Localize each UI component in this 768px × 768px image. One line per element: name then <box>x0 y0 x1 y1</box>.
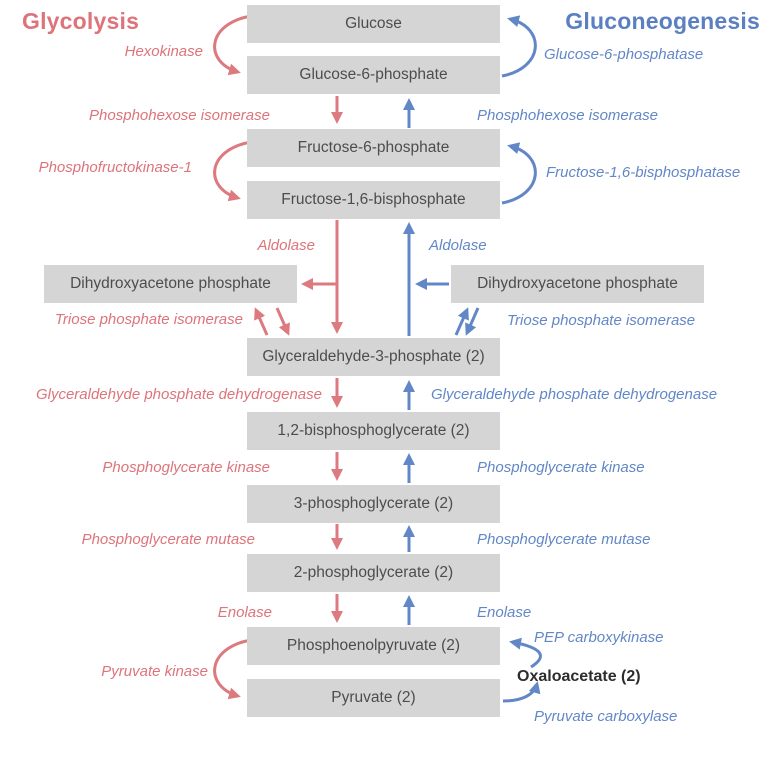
box-dhap-right: Dihydroxyacetone phosphate <box>451 265 704 303</box>
glycolysis-arrows <box>213 14 343 700</box>
arrow-tpi-down-left <box>275 307 290 336</box>
enzyme-glucose-6-phosphatase: Glucose-6-phosphatase <box>544 46 704 63</box>
box-2-phosphoglycerate: 2-phosphoglycerate (2) <box>247 554 500 592</box>
box-phosphoenolpyruvate: Phosphoenolpyruvate (2) <box>247 627 500 665</box>
box-glucose-6-phosphate: Glucose-6-phosphate <box>247 56 500 94</box>
enzyme-triose-phosphate-isomerase-left: Triose phosphate isomerase <box>54 311 243 328</box>
enzyme-phosphofructokinase-1: Phosphofructokinase-1 <box>38 159 192 176</box>
enzyme-phosphoglycerate-mutase-left: Phosphoglycerate mutase <box>81 531 255 548</box>
box-fructose-6-phosphate: Fructose-6-phosphate <box>247 129 500 167</box>
gluconeogenesis-arrows <box>403 15 542 703</box>
glycolysis-title: Glycolysis <box>22 8 140 34</box>
arrow-pep-carboxykinase <box>509 637 542 669</box>
enzyme-enolase-right: Enolase <box>477 604 532 621</box>
box-pyruvate: Pyruvate (2) <box>247 679 500 717</box>
arrow-g6pase <box>501 15 537 78</box>
enzyme-phosphohexose-isomerase-right: Phosphohexose isomerase <box>477 107 658 124</box>
enzyme-enolase-left: Enolase <box>217 604 272 621</box>
arrow-pyruvate-carboxylase <box>502 681 541 703</box>
enzyme-pep-carboxykinase: PEP carboxykinase <box>534 629 664 646</box>
box-fructose-16-bisphosphate: Fructose-1,6-bisphosphate <box>247 181 500 219</box>
arrow-tpi-up-right <box>454 307 469 336</box>
enzyme-gapdh-left: Glyceraldehyde phosphate dehydrogenase <box>35 386 322 403</box>
arrow-tpi-down-right <box>465 307 480 336</box>
arrow-pyruvate-kinase <box>213 638 252 700</box>
label-oxaloacetate: Oxaloacetate (2) <box>517 668 641 685</box>
arrow-hexokinase <box>213 14 252 76</box>
enzyme-phosphohexose-isomerase-left: Phosphohexose isomerase <box>89 107 270 124</box>
enzyme-pyruvate-carboxylase: Pyruvate carboxylase <box>534 708 678 725</box>
box-3-phosphoglycerate: 3-phosphoglycerate (2) <box>247 485 500 523</box>
enzyme-phosphoglycerate-kinase-left: Phosphoglycerate kinase <box>102 459 270 476</box>
enzyme-gapdh-right: Glyceraldehyde phosphate dehydrogenase <box>431 386 718 403</box>
arrow-f16bpase <box>501 142 537 205</box>
box-glyceraldehyde-3-phosphate: Glyceraldehyde-3-phosphate (2) <box>247 338 500 376</box>
enzyme-fructose-16-bisphosphatase: Fructose-1,6-bisphosphatase <box>546 164 741 181</box>
arrow-pfk1 <box>213 140 252 202</box>
enzyme-hexokinase: Hexokinase <box>124 43 203 60</box>
enzyme-phosphoglycerate-mutase-right: Phosphoglycerate mutase <box>477 531 651 548</box>
enzyme-triose-phosphate-isomerase-right: Triose phosphate isomerase <box>507 312 696 329</box>
enzyme-pyruvate-kinase: Pyruvate kinase <box>101 663 208 680</box>
box-glucose: Glucose <box>247 5 500 43</box>
arrow-tpi-up-left <box>254 307 269 336</box>
enzyme-phosphoglycerate-kinase-right: Phosphoglycerate kinase <box>477 459 645 476</box>
enzyme-aldolase-left: Aldolase <box>257 237 315 254</box>
box-dhap-left: Dihydroxyacetone phosphate <box>44 265 297 303</box>
gluconeogenesis-title: Gluconeogenesis <box>565 8 760 34</box>
enzyme-aldolase-right: Aldolase <box>429 237 487 254</box>
box-bisphosphoglycerate: 1,2-bisphosphoglycerate (2) <box>247 412 500 450</box>
